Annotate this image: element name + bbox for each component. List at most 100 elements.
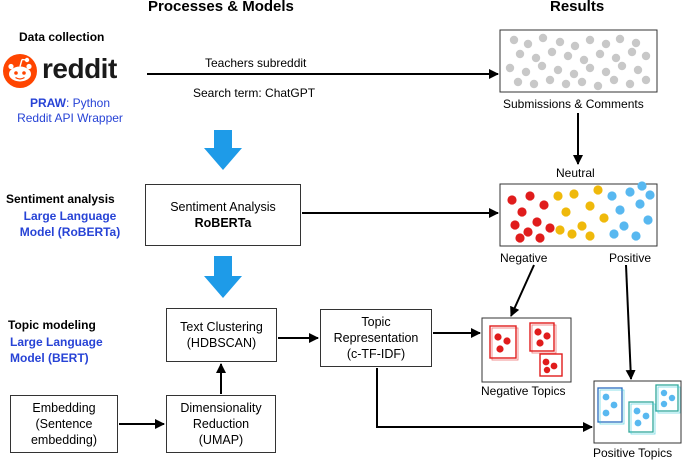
- dimred-l1: Dimensionality: [180, 401, 262, 415]
- topic-rep-l3: (c-TF-IDF): [346, 347, 406, 361]
- neutral-dot: [601, 67, 611, 77]
- neutral-dot: [569, 69, 579, 79]
- neutral-dot: [625, 79, 635, 89]
- sentiment-analysis-box: Sentiment Analysis RoBERTa: [145, 184, 301, 246]
- clustering-box-model: (HDBSCAN): [186, 336, 257, 350]
- sentiment-model-label: Large Language Model (RoBERTa): [0, 208, 140, 240]
- dimred-l2: Reduction: [192, 417, 250, 431]
- neutral-dot: [577, 77, 587, 87]
- neutral-dot: [593, 81, 603, 91]
- neutral-dot: [615, 34, 625, 44]
- neutral-sentiment-dot: [561, 207, 571, 217]
- negative-label: Negative: [500, 251, 548, 265]
- neutral-dot: [627, 47, 637, 57]
- positive-dot: [637, 181, 647, 191]
- arrow-positive-to-topics: [625, 264, 636, 380]
- neutral-dot: [538, 33, 548, 43]
- positive-topics-label: Positive Topics: [593, 446, 673, 460]
- dimensionality-reduction-box: Dimensionality Reduction (UMAP): [166, 395, 276, 453]
- praw-line2: Reddit API Wrapper: [17, 111, 123, 125]
- negative-dot: [523, 227, 533, 237]
- topic-model-l1: Large Language: [10, 335, 103, 349]
- positive-dot: [615, 205, 625, 215]
- negative-dot: [510, 220, 520, 230]
- topic-model-label: Large Language Model (BERT): [10, 334, 103, 366]
- neutral-dot: [529, 79, 539, 89]
- neutral-sentiment-dot: [567, 229, 577, 239]
- neutral-label: Neutral: [556, 166, 595, 180]
- neutral-dot: [631, 38, 641, 48]
- negative-dot: [539, 200, 549, 210]
- embedding-l3: embedding): [30, 433, 97, 447]
- neutral-dot: [523, 39, 533, 49]
- sentiment-dots: [507, 181, 655, 243]
- neutral-dot: [505, 63, 515, 73]
- topic-modeling-label: Topic modeling: [8, 318, 96, 332]
- topic-representation-box: Topic Representation (c-TF-IDF): [320, 309, 432, 367]
- topic-model-l2: Model (BERT): [10, 351, 89, 365]
- neutral-sentiment-dot: [577, 221, 587, 231]
- neutral-dot: [641, 75, 651, 85]
- neutral-sentiment-dot: [599, 213, 609, 223]
- praw-bold: PRAW: [29, 96, 66, 110]
- sentiment-model-l2: Model (RoBERTa): [19, 225, 121, 239]
- praw-rest: : Python: [65, 96, 111, 110]
- sentiment-box-title: Sentiment Analysis: [170, 200, 276, 214]
- neutral-dot: [617, 61, 627, 71]
- neutral-dot: [555, 37, 565, 47]
- negative-dot: [545, 223, 555, 233]
- neutral-dot: [509, 35, 519, 45]
- neutral-dot: [585, 63, 595, 73]
- neutral-dot: [601, 39, 611, 49]
- positive-label: Positive: [609, 251, 652, 265]
- praw-label: PRAW: Python Reddit API Wrapper: [0, 96, 140, 126]
- neutral-dot: [513, 77, 523, 87]
- embedding-l2: (Sentence: [35, 417, 93, 431]
- positive-dot: [645, 190, 655, 200]
- neutral-sentiment-dot: [569, 189, 579, 199]
- submissions-comments-label: Submissions & Comments: [503, 97, 644, 111]
- neutral-dot: [553, 65, 563, 75]
- neutral-dot: [547, 47, 557, 57]
- results-header: Results: [550, 0, 605, 15]
- neutral-dot: [521, 67, 531, 77]
- negative-dot: [517, 207, 527, 217]
- subreddit-label: Teachers subreddit: [205, 56, 307, 70]
- arrow-negative-to-topics: [510, 264, 535, 317]
- negative-dot: [507, 195, 517, 205]
- blue-down-arrow-1: [204, 130, 242, 170]
- text-clustering-box: Text Clustering (HDBSCAN): [166, 308, 277, 362]
- topic-rep-l1: Topic: [361, 315, 391, 329]
- neutral-dot: [611, 53, 621, 63]
- neutral-dot: [537, 61, 547, 71]
- negative-dot: [535, 233, 545, 243]
- neutral-sentiment-dot: [585, 201, 595, 211]
- neutral-sentiment-dot: [555, 225, 565, 235]
- neutral-dot: [563, 51, 573, 61]
- gray-dots: [505, 33, 651, 91]
- topic-rep-l2: Representation: [333, 331, 419, 345]
- sentiment-analysis-label: Sentiment analysis: [6, 192, 115, 206]
- neutral-dot: [609, 75, 619, 85]
- neutral-sentiment-dot: [553, 191, 563, 201]
- positive-dot: [607, 191, 617, 201]
- neutral-dot: [545, 75, 555, 85]
- neutral-dot: [595, 49, 605, 59]
- embedding-l1: Embedding: [32, 401, 96, 415]
- neutral-sentiment-dot: [585, 231, 595, 241]
- sentiment-box-model: RoBERTa: [194, 216, 252, 230]
- positive-dot: [625, 187, 635, 197]
- blue-down-arrow-2: [204, 256, 242, 298]
- search-term-label: Search term: ChatGPT: [193, 86, 316, 100]
- positive-topic-clusters: [597, 384, 681, 435]
- data-collection-label: Data collection: [19, 30, 105, 44]
- reddit-alien-icon: [3, 54, 37, 88]
- neutral-dot: [641, 51, 651, 61]
- positive-dot: [643, 215, 653, 225]
- neutral-dot: [531, 53, 541, 63]
- neutral-dot: [515, 49, 525, 59]
- negative-topics-label: Negative Topics: [481, 384, 566, 398]
- negative-topic-clusters: [489, 322, 563, 377]
- neutral-dot: [633, 65, 643, 75]
